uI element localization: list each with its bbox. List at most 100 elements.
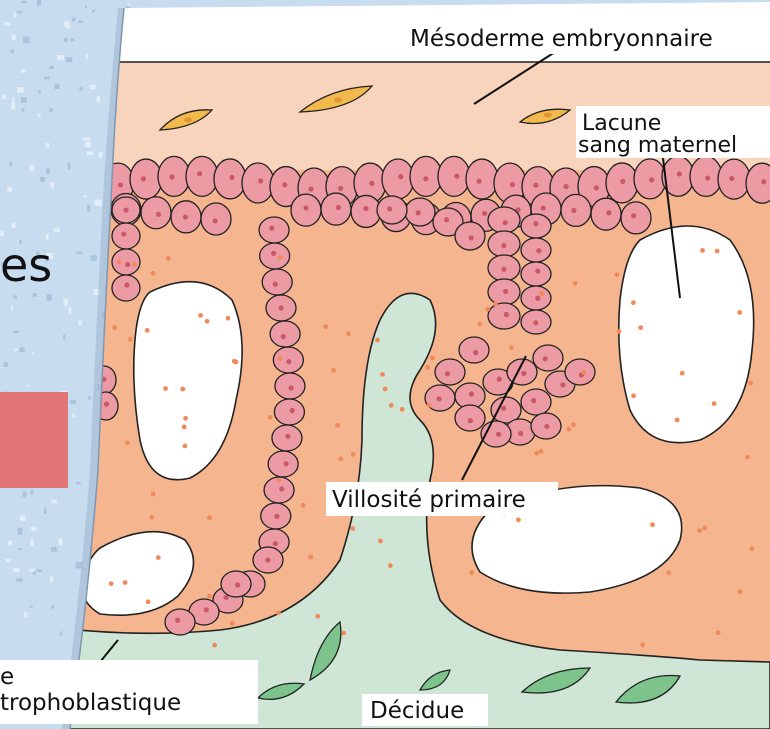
cell <box>141 197 171 229</box>
cell <box>488 207 520 233</box>
cell <box>455 222 485 250</box>
cell <box>221 571 251 597</box>
dot <box>700 248 705 253</box>
dot <box>712 401 717 406</box>
dot <box>425 365 430 370</box>
dot <box>750 546 755 551</box>
cell <box>382 159 414 199</box>
cell <box>690 156 722 196</box>
dot <box>745 455 750 460</box>
cell <box>521 262 551 286</box>
label-lacuna-line2: sang maternel <box>578 133 737 158</box>
cell <box>531 413 561 439</box>
dot <box>702 526 707 531</box>
cell <box>260 243 290 269</box>
dot <box>276 478 281 483</box>
dot <box>351 452 356 457</box>
dot <box>350 526 355 531</box>
dot <box>617 329 622 334</box>
dot <box>539 291 544 296</box>
cell <box>165 609 195 635</box>
cell <box>291 194 321 226</box>
cell <box>270 321 300 347</box>
dot <box>388 563 393 568</box>
cell <box>621 202 651 234</box>
dot <box>232 359 237 364</box>
dot <box>128 337 133 342</box>
dot <box>485 307 490 312</box>
dot <box>516 517 521 522</box>
dot <box>156 555 161 560</box>
dot <box>207 515 212 520</box>
dot <box>145 328 150 333</box>
cell <box>488 279 520 305</box>
dot <box>198 313 203 318</box>
cell <box>171 201 201 233</box>
cell <box>606 163 638 203</box>
dot <box>680 371 685 376</box>
dot <box>378 539 383 544</box>
cell <box>466 159 498 199</box>
cell <box>521 286 551 310</box>
cell <box>488 303 520 329</box>
cell <box>130 159 162 199</box>
cell <box>438 156 470 196</box>
dot <box>715 249 720 254</box>
cell <box>455 405 485 431</box>
cell <box>273 347 303 373</box>
cell <box>459 337 489 363</box>
cell <box>435 359 465 385</box>
cell <box>521 310 551 334</box>
dot <box>182 425 187 430</box>
cell <box>488 255 520 281</box>
dot <box>205 319 210 324</box>
dot <box>315 614 320 619</box>
dot <box>125 440 130 445</box>
dot <box>748 381 753 386</box>
cell <box>266 295 296 321</box>
dot <box>389 403 394 408</box>
dot <box>112 325 117 330</box>
dot <box>380 372 385 377</box>
cell <box>214 159 246 199</box>
dot <box>383 387 388 392</box>
cell <box>405 198 435 226</box>
dot <box>666 570 671 575</box>
cell <box>591 198 621 230</box>
dot <box>323 324 328 329</box>
dot <box>308 555 313 560</box>
cell <box>268 451 298 477</box>
dot <box>339 457 344 462</box>
dot <box>278 255 283 260</box>
dot <box>567 427 572 432</box>
dot <box>737 310 742 315</box>
dot <box>650 522 655 527</box>
dot <box>301 503 306 508</box>
dot <box>341 631 346 636</box>
label-mesoderm: Mésoderme embryonnaire <box>410 26 713 52</box>
dot <box>638 325 643 330</box>
cell <box>321 193 351 225</box>
cell <box>272 425 302 451</box>
label-decidua: Décidue <box>370 698 464 724</box>
dot <box>276 611 281 616</box>
label-villosity: Villosité primaire <box>332 487 526 513</box>
dot <box>149 515 154 520</box>
dot <box>430 356 435 361</box>
cell <box>521 238 551 262</box>
dot <box>400 407 405 412</box>
dot <box>375 338 380 343</box>
dot <box>615 272 620 277</box>
dot <box>117 260 122 265</box>
dot <box>268 415 273 420</box>
dot <box>123 580 128 585</box>
dot <box>539 449 544 454</box>
cell <box>410 156 442 196</box>
cell <box>274 399 304 425</box>
cell <box>275 373 305 399</box>
cell <box>186 156 218 196</box>
cell <box>565 359 595 385</box>
lacuna-right <box>619 226 754 443</box>
cell <box>488 231 520 257</box>
